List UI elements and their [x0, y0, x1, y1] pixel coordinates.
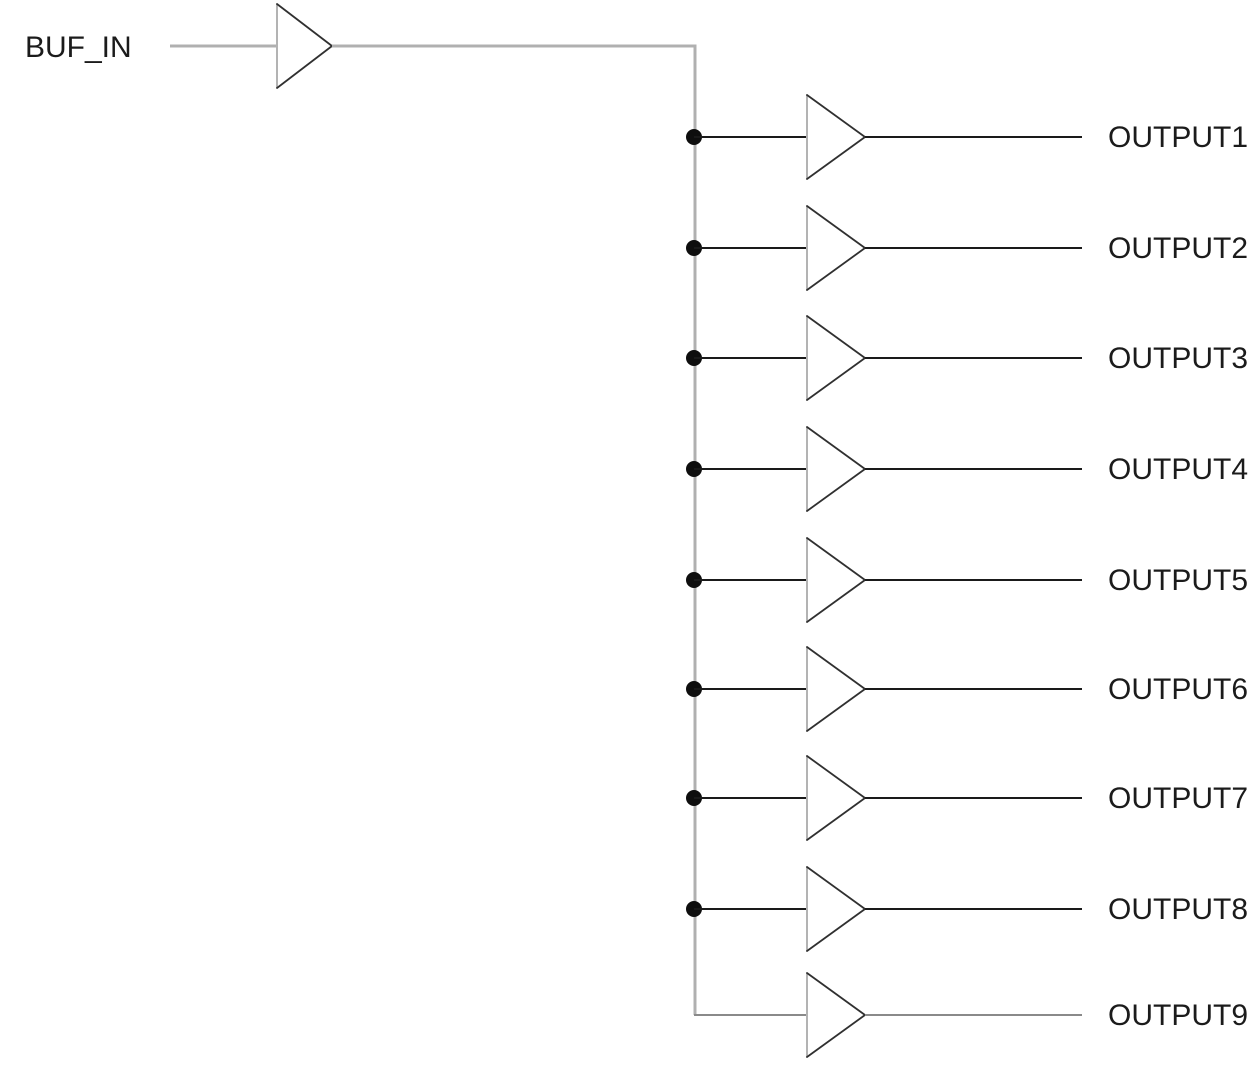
net-label-output8: OUTPUT8	[1108, 893, 1248, 926]
output-branch-9: OUTPUT9	[694, 972, 1248, 1058]
output-branch-1: OUTPUT1	[686, 94, 1248, 180]
net-label-output1: OUTPUT1	[1108, 121, 1248, 154]
output-branch-5: OUTPUT5	[686, 537, 1248, 623]
output-branch-8: OUTPUT8	[686, 866, 1248, 952]
net-label-output2: OUTPUT2	[1108, 232, 1248, 265]
net-label-output6: OUTPUT6	[1108, 673, 1248, 706]
net-label-output3: OUTPUT3	[1108, 342, 1248, 375]
output-branch-2: OUTPUT2	[686, 205, 1248, 291]
output-branch-4: OUTPUT4	[686, 426, 1248, 512]
output-branch-6: OUTPUT6	[686, 646, 1248, 732]
net-label-buf-in: BUF_IN	[25, 31, 132, 64]
input-buffer-symbol	[276, 3, 333, 89]
net-label-output4: OUTPUT4	[1108, 453, 1248, 486]
net-label-output7: OUTPUT7	[1108, 782, 1248, 815]
output-branch-3: OUTPUT3	[686, 315, 1248, 401]
net-label-output5: OUTPUT5	[1108, 564, 1248, 597]
net-label-output9: OUTPUT9	[1108, 999, 1248, 1032]
output-branch-7: OUTPUT7	[686, 755, 1248, 841]
fanout-bus-wire	[332, 44, 697, 1015]
